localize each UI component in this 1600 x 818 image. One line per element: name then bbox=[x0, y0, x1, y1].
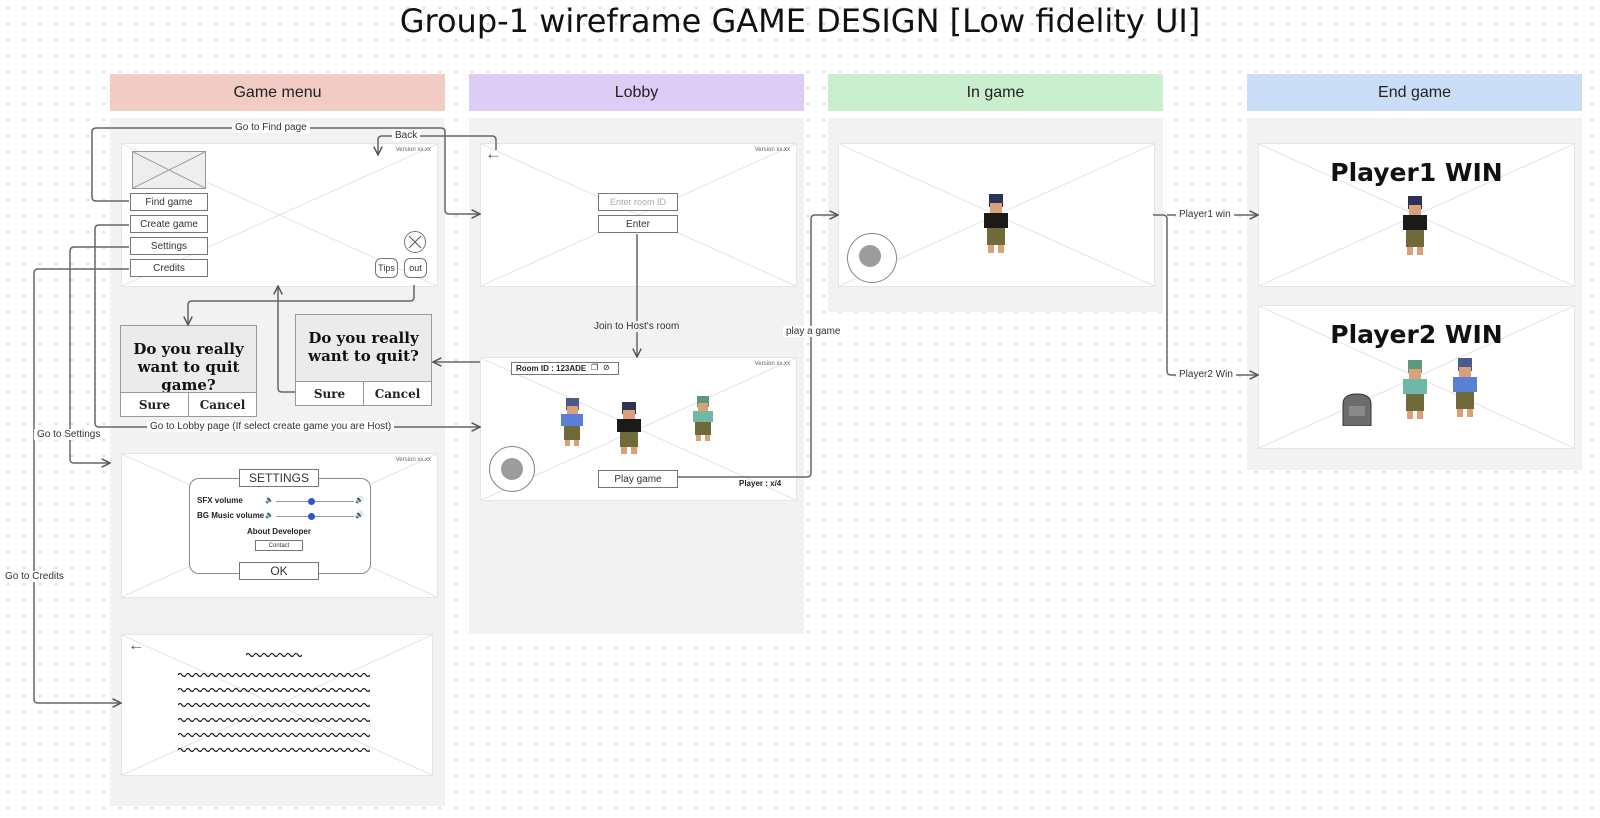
sfx-volume-label: SFX volume bbox=[197, 496, 243, 505]
find-game-button[interactable]: Find game bbox=[130, 193, 208, 211]
slider-handle[interactable] bbox=[307, 513, 315, 520]
main-menu-frame: Version xx.xx Find game Create game Sett… bbox=[121, 143, 438, 287]
tombstone-icon bbox=[1342, 393, 1372, 426]
joystick-icon[interactable] bbox=[489, 446, 535, 492]
player-sprite-green bbox=[693, 396, 713, 441]
settings-connector bbox=[69, 246, 129, 463]
join-room-label: Join to Host's room bbox=[591, 321, 683, 332]
column-header-game-menu: Game menu bbox=[110, 74, 445, 111]
cancel-button[interactable]: Cancel bbox=[189, 392, 256, 416]
player1-win-title: Player1 WIN bbox=[1330, 158, 1503, 187]
column-header-end-game: End game bbox=[1247, 74, 1582, 111]
player2-win-title: Player2 WIN bbox=[1330, 320, 1503, 349]
dialog-question: Do you really want to quit game? bbox=[133, 340, 244, 394]
quit-game-dialog: Do you really want to quit game? Sure Ca… bbox=[120, 325, 257, 417]
lobby-room-frame: Version xx.xx Room ID : 123ADE ❐ ⊘ Play … bbox=[480, 357, 797, 501]
back-label: Back bbox=[392, 130, 421, 141]
cancel-back-connector bbox=[278, 286, 295, 393]
logo-image-placeholder bbox=[132, 151, 206, 189]
ok-button[interactable]: OK bbox=[239, 562, 319, 580]
speaker-high-icon: 🔊 bbox=[355, 512, 364, 519]
player2-win-label: Player2 Win bbox=[1176, 369, 1236, 380]
in-game-frame bbox=[838, 143, 1155, 287]
copy-icon[interactable]: ❐ bbox=[591, 363, 599, 372]
player-count: Player : x/4 bbox=[739, 479, 782, 488]
room-id-text: Room ID : 123ADE bbox=[516, 364, 587, 373]
close-icon[interactable] bbox=[404, 231, 426, 253]
sure-button[interactable]: Sure bbox=[121, 392, 189, 416]
credits-connector bbox=[33, 268, 129, 703]
settings-button[interactable]: Settings bbox=[130, 237, 208, 255]
player1-win-frame: Player1 WIN bbox=[1258, 143, 1575, 287]
column-header-lobby: Lobby bbox=[469, 74, 804, 111]
joystick-icon[interactable] bbox=[847, 233, 897, 283]
enter-button[interactable]: Enter bbox=[598, 215, 678, 233]
player-sprite-black bbox=[1403, 196, 1427, 255]
player1-win-label: Player1 win bbox=[1176, 209, 1234, 220]
slider-handle[interactable] bbox=[307, 498, 315, 505]
player-sprite-black bbox=[984, 194, 1008, 253]
cancel-button[interactable]: Cancel bbox=[364, 381, 431, 405]
page-title: Group-1 wireframe GAME DESIGN [Low fidel… bbox=[399, 2, 1201, 40]
room-id-input[interactable]: Enter room ID bbox=[598, 193, 678, 211]
sfx-volume-slider[interactable] bbox=[276, 498, 354, 505]
player-sprite-blue bbox=[561, 398, 583, 446]
version-label: Version xx.xx bbox=[754, 361, 790, 367]
credits-text-line bbox=[178, 732, 370, 738]
player2-win-connector bbox=[1153, 214, 1258, 375]
quit-dialog: Do you really want to quit? Sure Cancel bbox=[295, 314, 432, 406]
settings-frame: Version xx.xx SETTINGS SFX volume BG Mus… bbox=[121, 453, 438, 598]
credits-button[interactable]: Credits bbox=[130, 259, 208, 277]
bg-volume-label: BG Music volume bbox=[197, 511, 265, 520]
credits-text-line bbox=[178, 687, 370, 693]
credits-frame: ← bbox=[121, 634, 433, 776]
find-room-frame: Version xx.xx ← Enter room ID Enter bbox=[480, 143, 797, 287]
speaker-low-icon: 🔈 bbox=[265, 497, 274, 504]
column-header-in-game: In game bbox=[828, 74, 1163, 111]
find-page-label: Go to Find page bbox=[232, 122, 310, 133]
lobby-page-connector bbox=[94, 224, 480, 427]
credits-text-line bbox=[178, 747, 370, 753]
credits-text-line bbox=[178, 672, 370, 678]
player-sprite-black bbox=[617, 402, 641, 454]
dialog-question: Do you really want to quit? bbox=[308, 329, 419, 365]
room-id-display: Room ID : 123ADE bbox=[511, 362, 619, 375]
quit-game-connector bbox=[188, 285, 415, 325]
about-developer-label: About Developer bbox=[246, 527, 311, 536]
play-game-button[interactable]: Play game bbox=[598, 470, 678, 488]
version-label: Version xx.xx bbox=[754, 147, 790, 153]
back-arrow-icon[interactable]: ← bbox=[128, 637, 144, 654]
back-connector bbox=[378, 135, 497, 155]
player-sprite-blue bbox=[1453, 358, 1477, 417]
version-label: Version xx.xx bbox=[395, 457, 431, 463]
bg-volume-slider[interactable] bbox=[276, 513, 354, 520]
version-label: Version xx.xx bbox=[395, 147, 431, 153]
out-button[interactable]: out bbox=[404, 258, 427, 278]
player-sprite-green bbox=[1403, 360, 1427, 419]
sure-button[interactable]: Sure bbox=[296, 381, 364, 405]
credits-text-line bbox=[178, 717, 370, 723]
find-page-connector bbox=[91, 127, 480, 214]
credits-heading-text bbox=[246, 652, 302, 658]
settings-title: SETTINGS bbox=[239, 469, 319, 487]
play-label: play a game bbox=[783, 326, 844, 337]
settings-label: Go to Settings bbox=[34, 429, 104, 440]
credits-text-line bbox=[178, 702, 370, 708]
player2-win-frame: Player2 WIN bbox=[1258, 305, 1575, 449]
speaker-low-icon: 🔈 bbox=[265, 512, 274, 519]
credits-label: Go to Credits bbox=[2, 571, 67, 582]
back-arrow-icon[interactable]: ← bbox=[485, 144, 502, 163]
speaker-high-icon: 🔊 bbox=[355, 497, 364, 504]
play-game-connector bbox=[677, 215, 838, 478]
lobby-page-label: Go to Lobby page (If select create game … bbox=[147, 421, 395, 432]
create-game-button[interactable]: Create game bbox=[130, 215, 208, 233]
contact-button[interactable]: Contact bbox=[255, 540, 303, 551]
tips-button[interactable]: Tips bbox=[375, 258, 398, 278]
eye-off-icon[interactable]: ⊘ bbox=[603, 363, 610, 372]
